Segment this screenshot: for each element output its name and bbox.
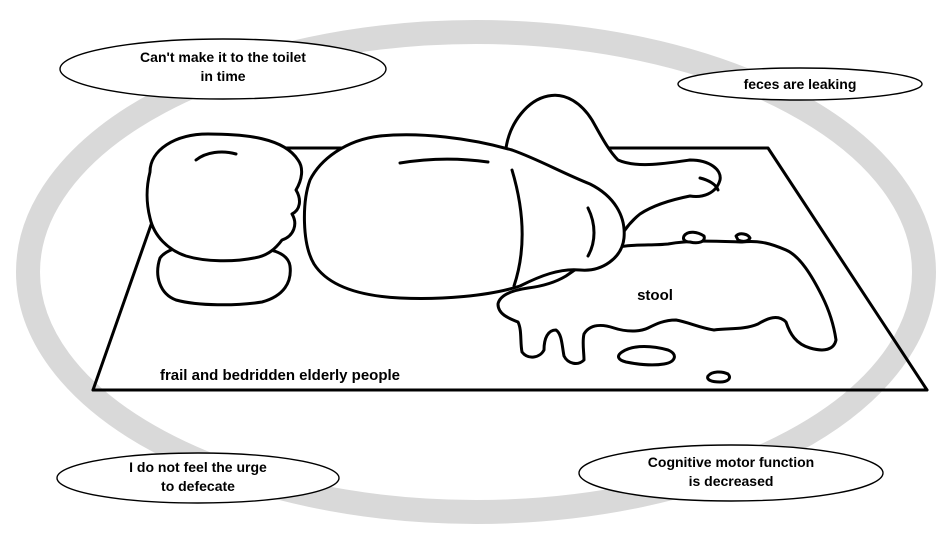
subject-label: frail and bedridden elderly people	[160, 367, 400, 384]
bubble-cognitive-line-2: is decreased	[689, 473, 774, 489]
bubble-cognitive: Cognitive motor function is decreased	[579, 445, 883, 501]
bubble-urge-line-1: I do not feel the urge	[129, 459, 267, 475]
bubble-cognitive-line-1: Cognitive motor function	[648, 454, 814, 470]
bubble-leaking-line-1: feces are leaking	[744, 76, 857, 92]
stool-label: stool	[637, 287, 673, 304]
bubble-toilet: Can't make it to the toilet in time	[60, 39, 386, 99]
bubble-leaking: feces are leaking	[678, 68, 922, 100]
bubble-toilet-line-2: in time	[200, 68, 245, 84]
bubble-toilet-line-1: Can't make it to the toilet	[140, 49, 306, 65]
bubble-urge-line-2: to defecate	[161, 478, 235, 494]
bubble-urge: I do not feel the urge to defecate	[57, 453, 339, 503]
